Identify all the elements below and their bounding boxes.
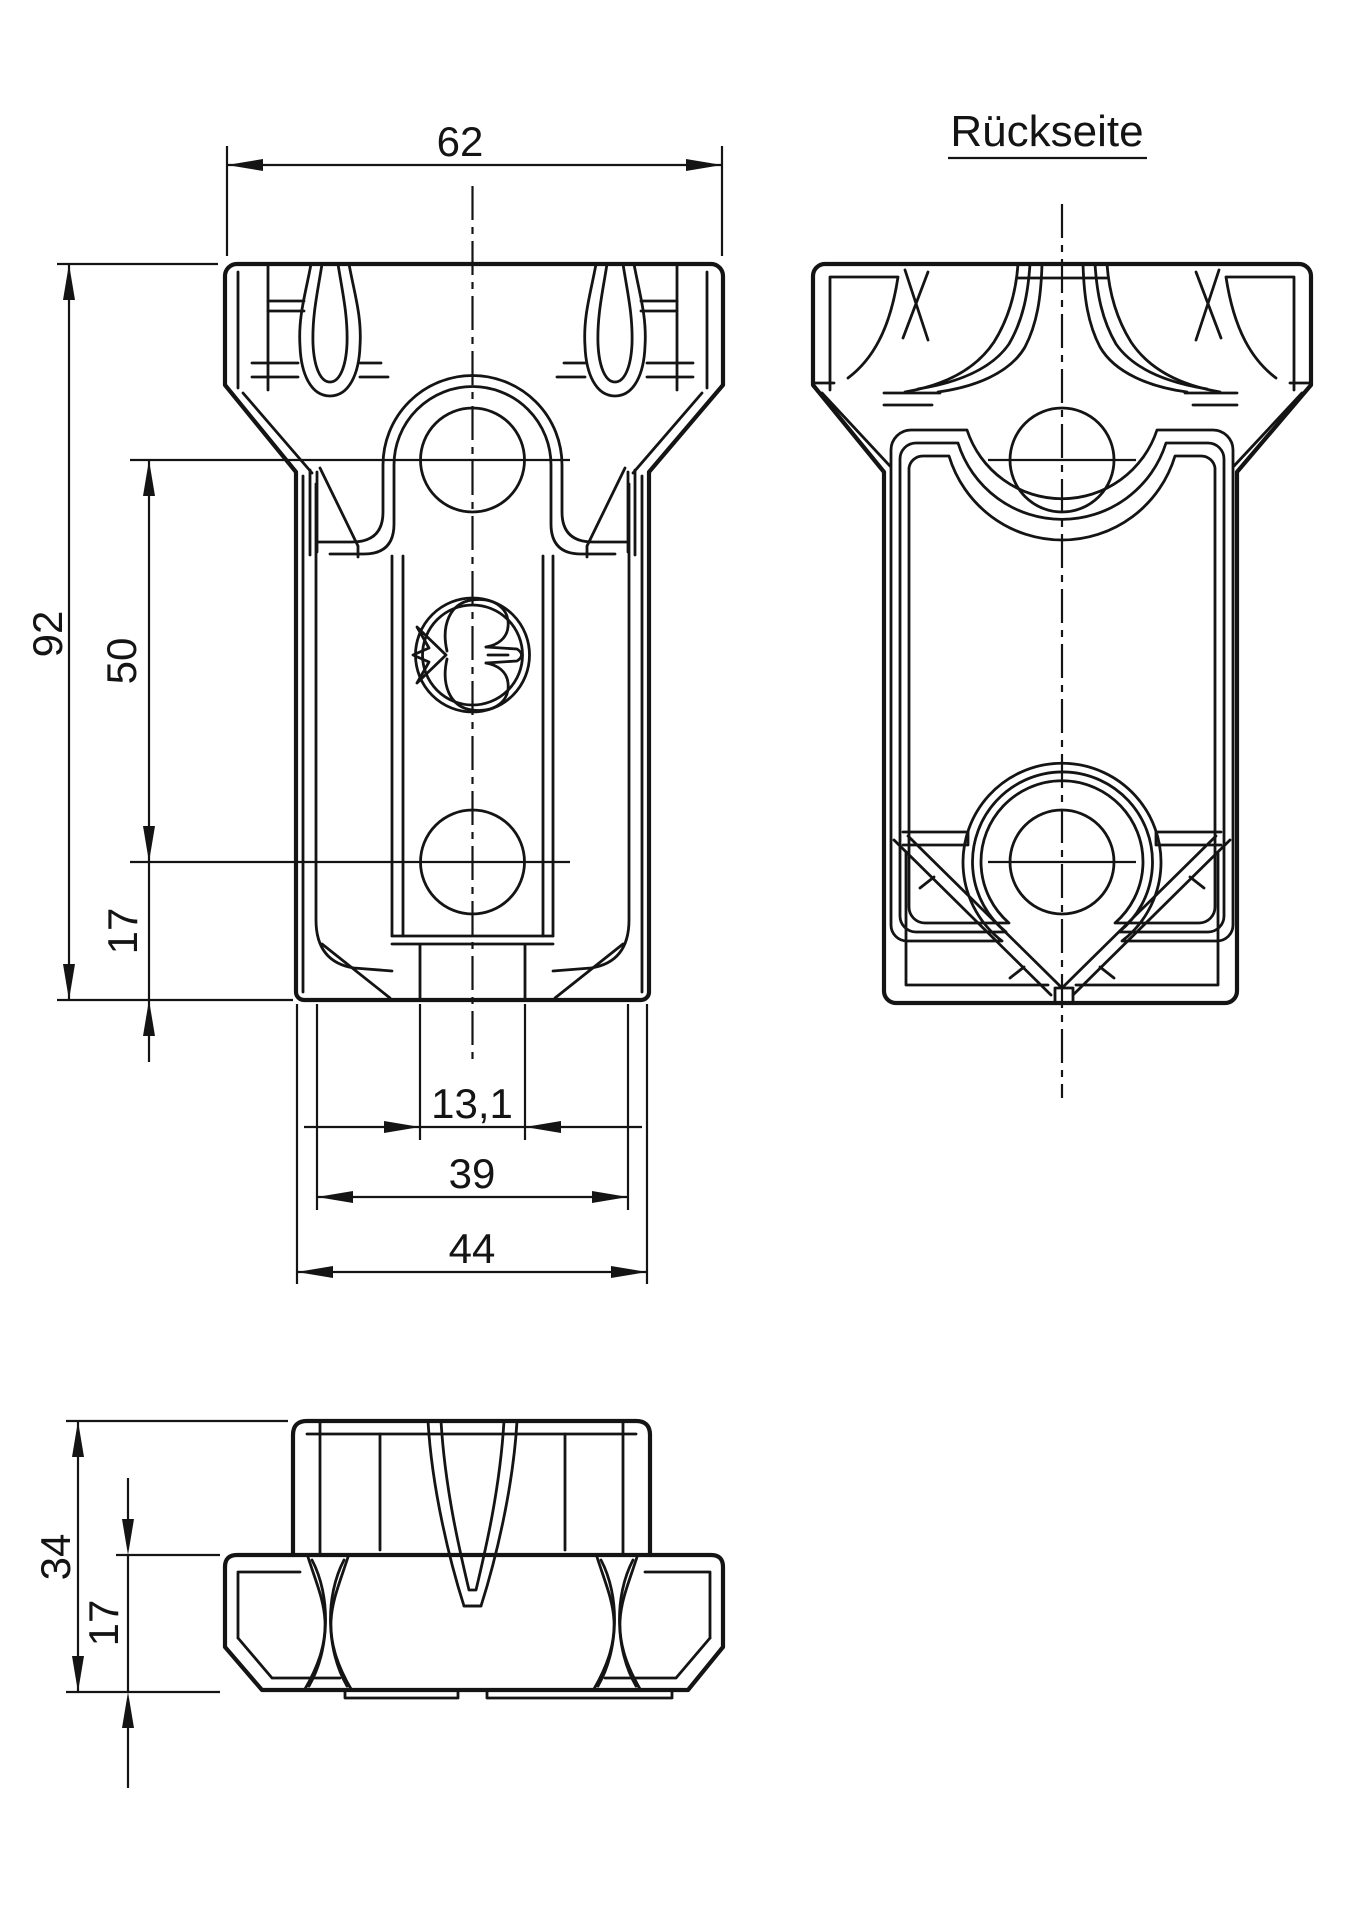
- dim-hole-spacing: 50: [98, 460, 155, 1062]
- bottom-view-lower-outline: [222, 1552, 726, 1693]
- front-outline: [222, 261, 726, 1003]
- dim-side-flange-height: 17: [80, 1478, 220, 1788]
- dim-flange-width: 62: [225, 118, 724, 256]
- dim-hole-to-bottom: 17: [99, 908, 155, 1036]
- dim-body-width: 44: [295, 1004, 649, 1284]
- dim-total-height-label: 92: [24, 611, 71, 658]
- dim-side-total-height: 34: [32, 1419, 288, 1694]
- dim-inner-width-label: 39: [449, 1150, 496, 1197]
- dim-side-total-height-label: 34: [32, 1534, 79, 1581]
- dim-slot-width-label: 13,1: [431, 1080, 513, 1127]
- back-view: [810, 204, 1314, 1098]
- bottom-view-upper-outline: [290, 1418, 653, 1558]
- dim-flange-width-label: 62: [437, 118, 484, 165]
- dim-inner-width: 39: [315, 1004, 630, 1210]
- dim-hole-spacing-label: 50: [98, 638, 145, 685]
- dim-body-width-label: 44: [449, 1225, 496, 1272]
- dimensions: 62 92 50 17 13,1: [24, 118, 724, 1788]
- bottom-view: [222, 1418, 726, 1700]
- dim-total-height: 92: [24, 262, 293, 1002]
- back-outline: [810, 261, 1314, 1006]
- back-view-label-text: Rückseite: [950, 107, 1143, 156]
- bird-emblem-icon: [411, 596, 531, 714]
- dim-hole-to-bottom-label: 17: [99, 908, 146, 955]
- dim-side-flange-height-label: 17: [80, 1600, 127, 1647]
- dim-slot-width: 13,1: [304, 1004, 642, 1140]
- back-view-label: Rückseite: [948, 107, 1147, 160]
- front-view: [130, 186, 726, 1062]
